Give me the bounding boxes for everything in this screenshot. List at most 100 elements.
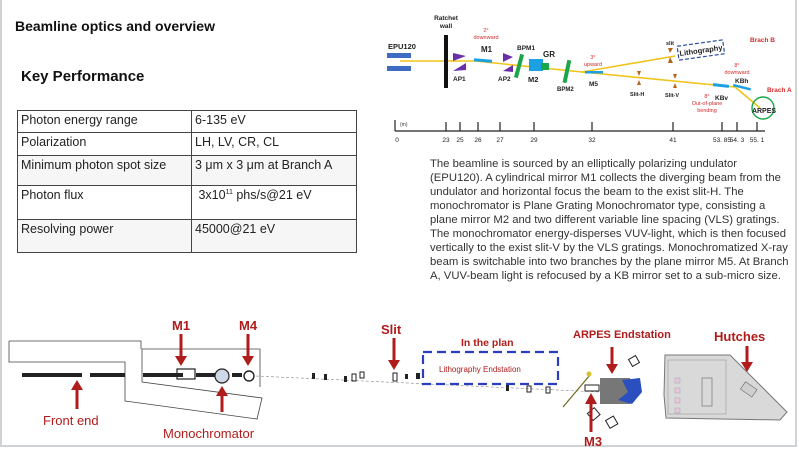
axis-unit: (m) bbox=[400, 122, 408, 128]
pipe-components bbox=[196, 373, 216, 377]
gr-label: GR bbox=[543, 50, 555, 59]
param-cell: Polarization bbox=[17, 132, 192, 156]
front-end-components-2 bbox=[90, 373, 125, 377]
m5-deflect-angle: 3° bbox=[590, 55, 595, 61]
table-row: Resolving power 45000@21 eV bbox=[17, 219, 357, 253]
undulator-magnet-upper bbox=[387, 53, 411, 58]
undulator-magnet-lower bbox=[387, 66, 411, 71]
hutches bbox=[663, 354, 788, 421]
bpm2-label: BPM2 bbox=[557, 87, 574, 93]
page-title: Beamline optics and overview bbox=[15, 18, 215, 34]
param-cell: Minimum photon spot size bbox=[17, 155, 192, 186]
slit-layout-label: Slit bbox=[381, 322, 402, 337]
m2-label: M2 bbox=[528, 75, 538, 84]
component bbox=[506, 385, 509, 391]
slit-upper bbox=[668, 48, 673, 53]
component bbox=[312, 373, 315, 379]
aperture-ap1-lower bbox=[453, 63, 466, 71]
hutches-label: Hutches bbox=[714, 329, 765, 344]
axis-tick-label: 32 bbox=[588, 137, 596, 144]
mirror-kbh bbox=[732, 83, 751, 91]
component bbox=[526, 385, 532, 393]
kbh-deflect-dir: downward bbox=[724, 70, 749, 76]
component bbox=[324, 374, 327, 380]
slit-v-upper bbox=[673, 74, 677, 79]
slit-h-upper bbox=[637, 71, 641, 76]
aperture-ap2-upper bbox=[503, 53, 513, 62]
ap2-label: AP2 bbox=[498, 76, 511, 83]
mirror-m2 bbox=[529, 59, 543, 71]
value-cell: 3 μm x 3 μm at Branch A bbox=[191, 155, 357, 186]
hutches-arrow bbox=[741, 346, 753, 372]
mirror-kbv bbox=[712, 83, 730, 88]
m5-deflect-dir: upward bbox=[584, 62, 602, 68]
kbv-deflect-plane: Out-of-plane bbox=[692, 101, 723, 107]
axis-tick-label: 27 bbox=[496, 137, 504, 144]
lithography-endstation-label: Lithography Endstation bbox=[439, 365, 521, 374]
component bbox=[359, 371, 365, 379]
slit-h-lower bbox=[637, 80, 641, 85]
component bbox=[545, 386, 551, 394]
axis-tick-label: 26 bbox=[474, 137, 482, 144]
ratchet-wall bbox=[444, 35, 448, 88]
m4-components bbox=[232, 373, 242, 377]
kbh-deflect-angle: 8° bbox=[734, 63, 739, 69]
branch-a-label: Brach A bbox=[767, 87, 792, 94]
arpes-endstation-circle bbox=[751, 96, 775, 120]
aperture-ap2-lower bbox=[503, 65, 513, 72]
kbv-deflect-bending: bending bbox=[697, 108, 717, 114]
slit-lower bbox=[668, 57, 673, 63]
kbv-deflect-angle: 8° bbox=[704, 94, 709, 100]
value-cell: 45000@21 eV bbox=[191, 219, 357, 253]
component bbox=[416, 373, 420, 379]
m1-deflect-dir: downward bbox=[473, 35, 498, 41]
ratchet-label-1: Ratchet bbox=[434, 15, 459, 22]
bpm1 bbox=[513, 53, 525, 79]
epu-label: EPU120 bbox=[388, 42, 416, 51]
mirror-m1 bbox=[473, 58, 493, 63]
axis-tick-label: 29 bbox=[530, 137, 538, 144]
branch-line-end bbox=[586, 371, 592, 377]
axis-tick-label: 41 bbox=[669, 137, 677, 144]
aperture-ap1-upper bbox=[453, 53, 466, 61]
m4-arrow bbox=[242, 334, 254, 366]
m1-deflect-angle: 2° bbox=[483, 28, 488, 34]
beam-path bbox=[400, 55, 761, 109]
m4-layout-label: M4 bbox=[239, 318, 258, 333]
building-outline bbox=[8, 340, 263, 420]
beamline-description: The beamline is sourced by an elliptical… bbox=[430, 158, 789, 282]
grating-gr bbox=[541, 63, 549, 70]
ratchet-label-2: wall bbox=[439, 23, 452, 30]
m4-chamber bbox=[243, 370, 255, 382]
axis-tick-label: 23 bbox=[442, 137, 450, 144]
axis-tick-label: 0 bbox=[395, 137, 399, 144]
axis-tick-label: 25 bbox=[456, 137, 464, 144]
m1-components bbox=[143, 373, 183, 377]
arpes-arrow bbox=[606, 347, 618, 374]
flux-exponent: 11 bbox=[225, 188, 233, 196]
slit-v-lower bbox=[673, 83, 677, 88]
lithography-box: Lithography bbox=[676, 39, 726, 61]
m1-arrow bbox=[175, 334, 187, 366]
front-end-label: Front end bbox=[43, 413, 99, 428]
ap1-label: AP1 bbox=[453, 76, 466, 83]
m1-label: M1 bbox=[481, 45, 493, 54]
slit-component bbox=[392, 372, 398, 382]
slit-arrow bbox=[388, 338, 400, 370]
front-end-arrow bbox=[71, 380, 83, 409]
flux-prefix: 3x10 bbox=[198, 188, 226, 202]
param-cell: Resolving power bbox=[17, 219, 192, 253]
value-cell: LH, LV, CR, CL bbox=[191, 132, 357, 156]
m1-layout-label: M1 bbox=[172, 318, 190, 333]
branch-line bbox=[562, 374, 591, 408]
table-row: Minimum photon spot size 3 μm x 3 μm at … bbox=[17, 155, 357, 186]
axis-tick-label: 55. 1 bbox=[750, 137, 765, 144]
arpes-endstation-label: ARPES Endstation bbox=[573, 329, 671, 341]
branch-b-label: Brach B bbox=[750, 37, 775, 44]
param-cell: Photon flux bbox=[17, 185, 192, 220]
axis-tick-label: 54. 3 bbox=[730, 137, 745, 144]
monochromator-arrow bbox=[216, 386, 228, 412]
